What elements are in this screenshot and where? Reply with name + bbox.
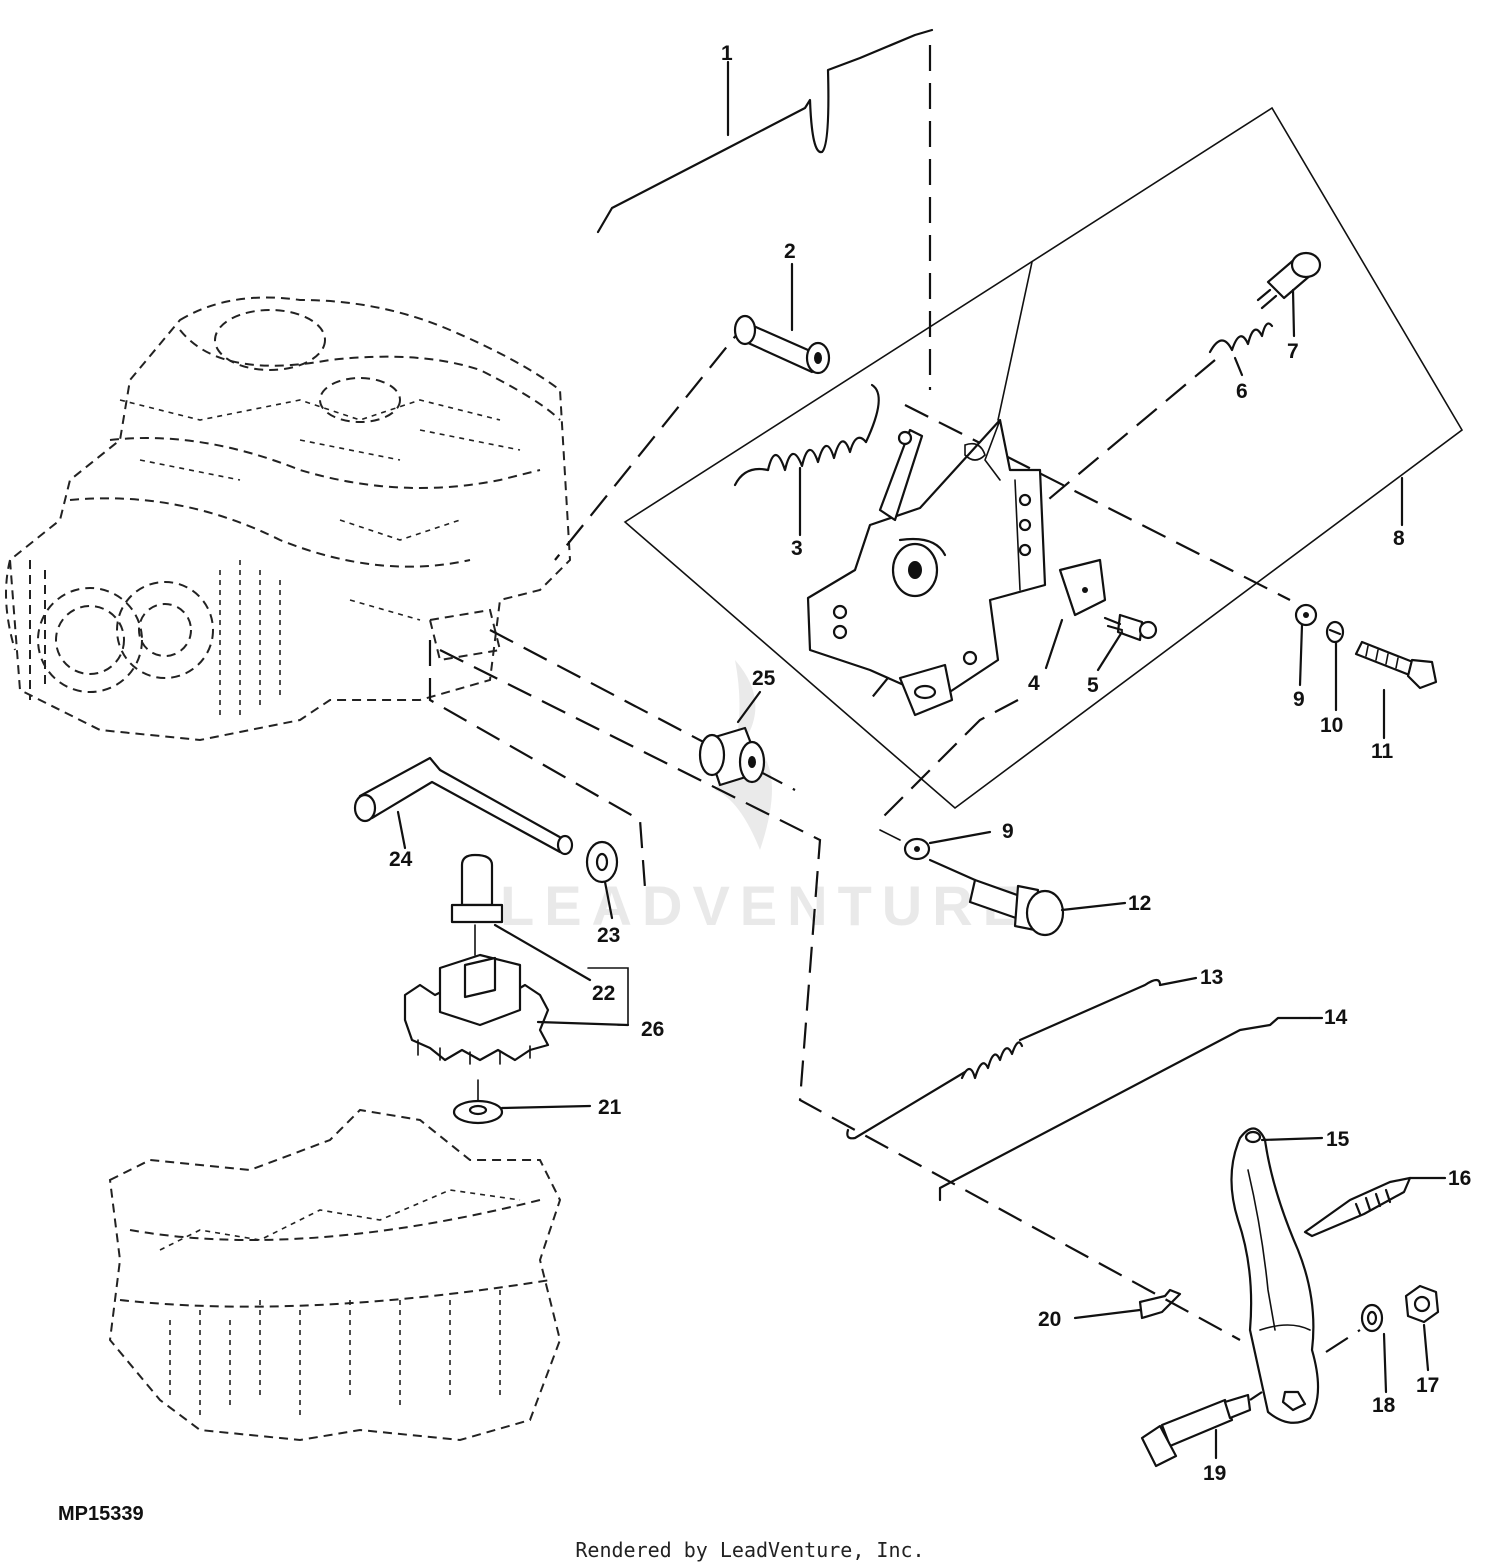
control-bracket	[806, 418, 1107, 717]
callout-labels: 1 2 3 4 5 6 7 8 9 10 11 9 12 13 14 15 16…	[389, 42, 1471, 1485]
governor-gear-26	[403, 953, 550, 1065]
callout-22: 22	[592, 982, 615, 1005]
control-rod-14	[938, 1016, 1312, 1202]
roller-spacer	[733, 314, 831, 375]
callout-25: 25	[752, 667, 776, 690]
bolt-11	[1354, 640, 1438, 690]
callout-23: 23	[597, 924, 620, 947]
tension-spring	[733, 383, 880, 487]
phantom-line	[904, 404, 1291, 601]
callout-19: 19	[1203, 1462, 1226, 1485]
bolt-7	[1256, 251, 1322, 310]
washer-9-lower	[879, 829, 931, 861]
callout-17: 17	[1416, 1374, 1439, 1397]
callout-18: 18	[1372, 1394, 1396, 1417]
watermark-text: LEADVENTURE	[500, 874, 1030, 937]
callout-24: 24	[389, 848, 413, 871]
callout-10: 10	[1320, 714, 1343, 737]
phantom-line	[439, 649, 1241, 1341]
roll-pin-16	[1303, 1176, 1412, 1238]
spring-rod-13	[846, 978, 1162, 1140]
phantom-line	[554, 317, 751, 561]
oil-pan-phantom	[108, 1108, 562, 1442]
lever-15	[1230, 1127, 1320, 1424]
callout-16: 16	[1448, 1167, 1471, 1190]
box-leader	[997, 261, 1033, 421]
callout-4: 4	[1028, 672, 1040, 695]
callout-14: 14	[1324, 1006, 1348, 1029]
governor-cup-22	[450, 853, 504, 956]
nut-17	[1404, 1284, 1440, 1324]
spacer-25	[698, 726, 766, 787]
callout-21: 21	[598, 1096, 622, 1119]
screw-5	[1103, 613, 1158, 642]
bolt-19	[1140, 1391, 1263, 1468]
footer-credit: Rendered by LeadVenture, Inc.	[575, 1538, 925, 1562]
callout-2: 2	[784, 240, 796, 263]
diagram-id: MP15339	[58, 1503, 144, 1525]
callout-20: 20	[1038, 1308, 1061, 1331]
callout-5: 5	[1087, 674, 1099, 697]
thrust-washer-21	[452, 1079, 504, 1125]
spring-6	[1208, 322, 1274, 354]
washer-18	[1360, 1303, 1384, 1333]
callout-12: 12	[1128, 892, 1151, 915]
callout-6: 6	[1236, 380, 1248, 403]
panel-outline	[596, 28, 934, 234]
callout-3: 3	[791, 537, 803, 560]
callout-26: 26	[641, 1018, 664, 1041]
callout-11: 11	[1371, 740, 1394, 763]
callout-13: 13	[1200, 966, 1223, 989]
control-assembly-box	[623, 106, 1464, 810]
callout-8: 8	[1393, 527, 1405, 550]
washer-23	[585, 840, 619, 884]
phantom-line	[879, 699, 1019, 821]
callout-15: 15	[1326, 1128, 1350, 1151]
phantom-line	[1325, 1329, 1361, 1353]
callout-7: 7	[1287, 340, 1299, 363]
clip-20	[1138, 1288, 1182, 1320]
callout-9-lower: 9	[1002, 820, 1014, 843]
shoulder-bolt-12	[928, 858, 1065, 937]
callout-9: 9	[1293, 688, 1305, 711]
callout-1: 1	[721, 42, 733, 65]
washer-9-upper	[1294, 603, 1318, 627]
engine-block-phantom	[5, 296, 572, 742]
shaft-24	[353, 756, 574, 856]
leader-lines	[396, 60, 1447, 1460]
lockwasher-10	[1325, 620, 1345, 644]
